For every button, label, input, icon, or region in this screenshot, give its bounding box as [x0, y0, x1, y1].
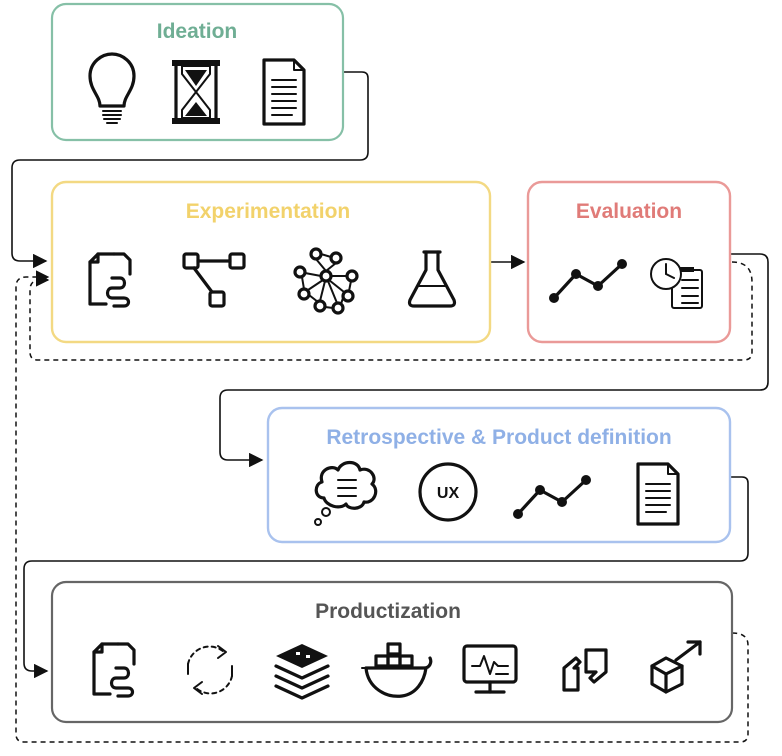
flask-icon — [407, 250, 457, 308]
neural-network-icon — [293, 247, 359, 315]
hourglass-icon — [172, 60, 220, 124]
connector-retrospective-to-productization — [23, 476, 749, 679]
productization-stage: Productization — [50, 580, 734, 724]
productization-title: Productization — [315, 600, 461, 623]
monitor-icon — [462, 644, 518, 694]
line-chart-icon — [549, 259, 627, 303]
connector-evaluation-to-retrospective — [219, 253, 769, 468]
git-branch-icon — [182, 252, 246, 308]
connectors — [11, 71, 769, 743]
loop-productization-to-experimentation — [15, 270, 749, 743]
productization-box — [50, 580, 734, 724]
line-chart-icon — [513, 475, 591, 519]
lightbulb-icon — [88, 52, 136, 124]
experimentation-stage: Experimentation — [50, 180, 492, 344]
retrospective-box — [266, 406, 732, 544]
evaluation-title: Evaluation — [576, 200, 682, 223]
ideation-stage: Ideation — [50, 2, 345, 142]
experimentation-box — [50, 180, 492, 344]
retrospective-title: Retrospective & Product definition — [326, 426, 671, 449]
ux-icon: UX — [418, 462, 478, 522]
layers-stack-icon — [274, 644, 330, 700]
thought-bubble-icon — [314, 460, 378, 526]
loop-evaluation-to-experimentation — [29, 261, 753, 361]
schedule-checklist-icon — [650, 258, 703, 309]
evaluation-stage: Evaluation — [526, 180, 732, 344]
code-file-icon — [92, 642, 136, 698]
export-box-icon — [650, 640, 702, 694]
ideation-title: Ideation — [157, 20, 238, 43]
feedback-icon — [562, 648, 608, 692]
retrospective-stage: Retrospective & Product definition UX — [266, 406, 732, 544]
connector-ideation-to-experimentation — [11, 71, 369, 269]
document-icon — [262, 58, 306, 126]
document-icon — [636, 462, 680, 526]
ux-label: UX — [437, 485, 460, 502]
code-file-icon — [88, 252, 132, 308]
docker-whale-icon — [361, 642, 433, 698]
experimentation-title: Experimentation — [186, 200, 351, 223]
refresh-cycle-icon — [187, 645, 233, 695]
